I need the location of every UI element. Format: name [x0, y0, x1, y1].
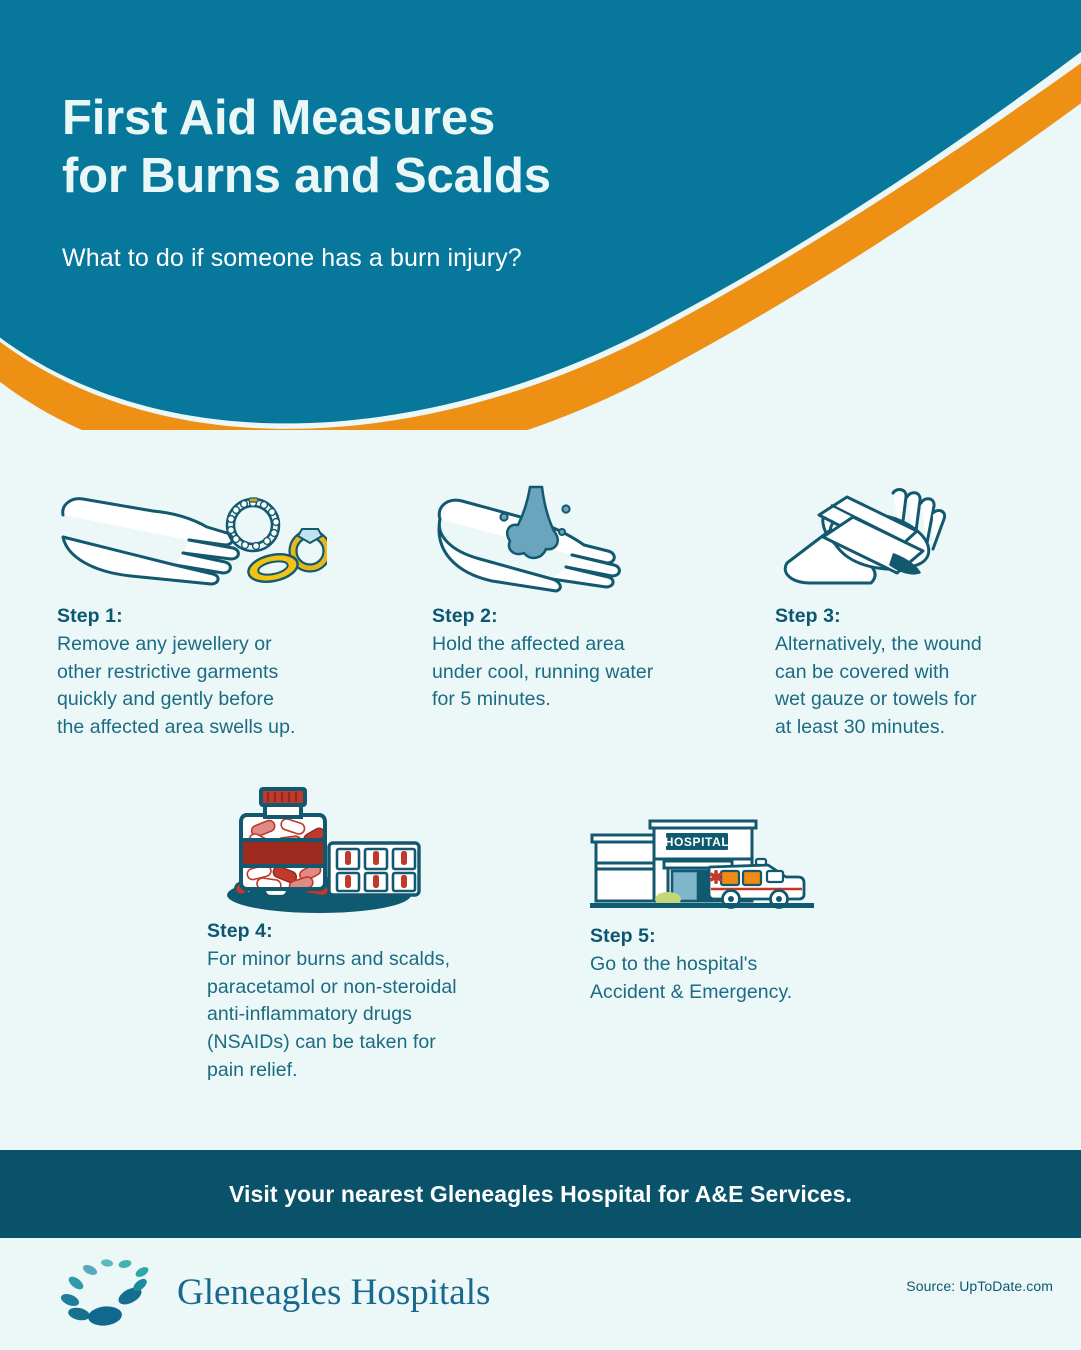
bandaged-hand-icon — [775, 485, 1065, 605]
footer: Gleneagles Hospitals Source: UpToDate.co… — [0, 1238, 1081, 1350]
step-2-body: Hold the affected area under cool, runni… — [432, 633, 654, 711]
step-3-text: Step 3: Alternatively, the wound can be … — [775, 605, 1065, 742]
bush-icon — [655, 892, 681, 906]
step-1-text: Step 1: Remove any jewellery or other re… — [57, 605, 387, 742]
pill-bottle-icon — [207, 785, 547, 920]
step-3-body: Alternatively, the wound can be covered … — [775, 633, 982, 739]
step-item-3: Step 3: Alternatively, the wound can be … — [775, 485, 1065, 742]
hospital-sign-plate — [666, 833, 728, 850]
water-stream-icon — [499, 485, 571, 560]
hospital-ambulance-icon: HOSPITAL — [590, 815, 890, 925]
step-item-4: Step 4: For minor burns and scalds, para… — [207, 785, 547, 1084]
step-2-label: Step 2: — [432, 605, 498, 627]
gold-ring-icon — [247, 553, 299, 583]
step-2-text: Step 2: Hold the affected area under coo… — [432, 605, 732, 714]
cta-band: Visit your nearest Gleneagles Hospital f… — [0, 1150, 1081, 1238]
cta-text: Visit your nearest Gleneagles Hospital f… — [228, 1180, 852, 1207]
steps-container: Step 1: Remove any jewellery or other re… — [0, 430, 1081, 1150]
step-5-body: Go to the hospital's Accident & Emergenc… — [590, 953, 793, 1003]
brand-logo[interactable]: Gleneagles Hospitals — [55, 1254, 490, 1330]
hand-under-running-water-icon — [432, 485, 732, 605]
ambulance-icon — [707, 857, 806, 909]
pearl-necklace-icon — [225, 497, 281, 553]
header-banner: First Aid Measures for Burns and Scalds … — [0, 0, 1081, 430]
orange-wave — [0, 63, 1081, 430]
step-4-text: Step 4: For minor burns and scalds, para… — [207, 920, 547, 1084]
page-title: First Aid Measures for Burns and Scalds — [62, 91, 551, 203]
gleneagles-logo-icon — [60, 1259, 149, 1326]
step-4-label: Step 4: — [207, 920, 273, 942]
teal-header-shape — [0, 0, 1081, 424]
step-5-text: Step 5: Go to the hospital's Accident & … — [590, 925, 890, 1006]
star-of-life-icon — [709, 870, 723, 884]
source-attribution: Source: UpToDate.com — [906, 1278, 1053, 1294]
step-4-body: For minor burns and scalds, paracetamol … — [207, 948, 457, 1081]
step-3-label: Step 3: — [775, 605, 841, 627]
step-item-5: HOSPITAL — [590, 815, 890, 1006]
header-wave-graphic — [0, 0, 1081, 430]
brand-name: Gleneagles Hospitals — [177, 1271, 491, 1313]
step-5-label: Step 5: — [590, 925, 656, 947]
step-1-body: Remove any jewellery or other restrictiv… — [57, 633, 296, 739]
step-item-2: Step 2: Hold the affected area under coo… — [432, 485, 732, 714]
step-1-label: Step 1: — [57, 605, 123, 627]
hand-with-jewellery-icon — [57, 485, 387, 605]
header-text-block: First Aid Measures for Burns and Scalds … — [62, 90, 922, 273]
page-subtitle: What to do if someone has a burn injury? — [62, 243, 522, 272]
hospital-sign-text: HOSPITAL — [665, 835, 730, 849]
bottle-label — [239, 838, 327, 868]
step-item-1: Step 1: Remove any jewellery or other re… — [57, 485, 387, 742]
blister-pack-icon — [327, 841, 421, 897]
